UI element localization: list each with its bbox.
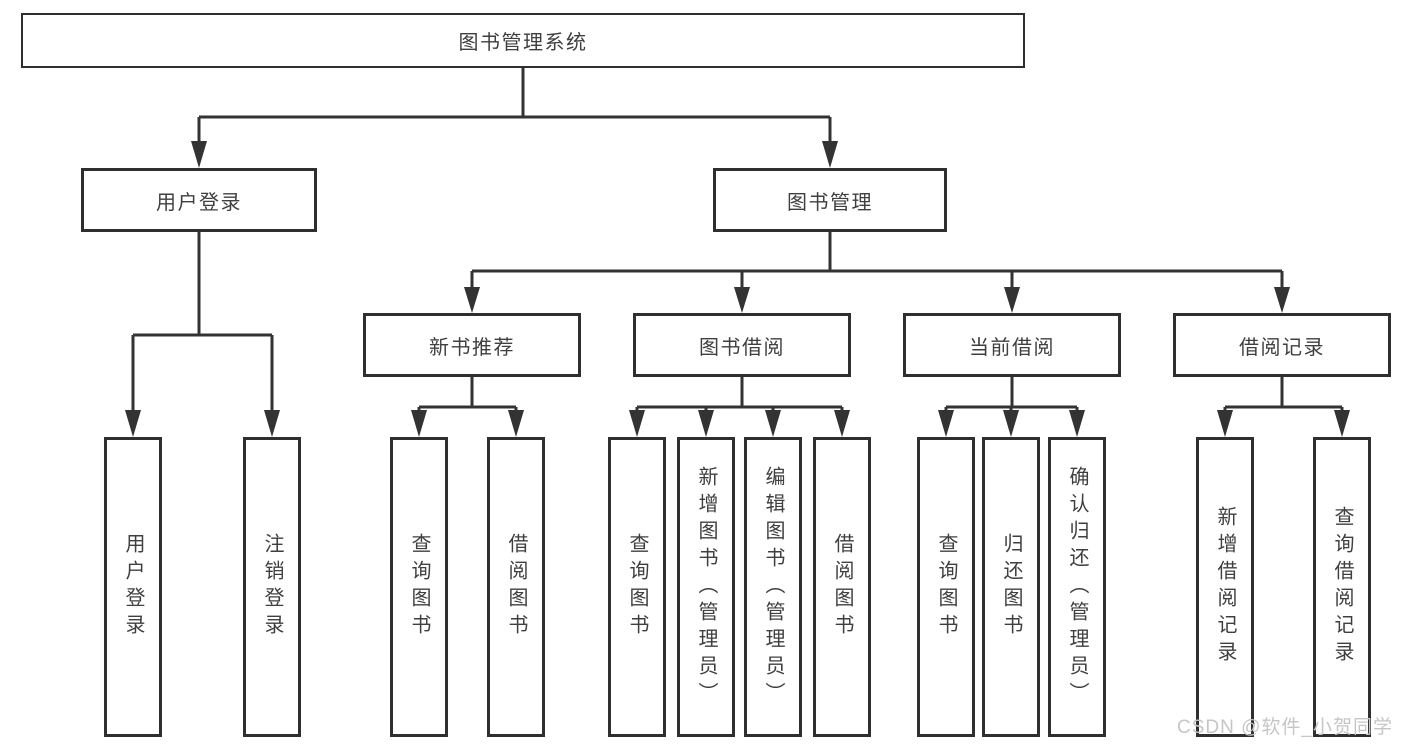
leaf-borrow-books-newbooks: 借阅图书: [487, 437, 545, 737]
leaf-user-login: 用户登录: [104, 437, 162, 737]
leaf-query-books-borrowing: 查询图书: [608, 437, 666, 737]
connector-root-to-level1: [191, 68, 838, 168]
leaf-borrow-books-borrowing: 借阅图书: [813, 437, 871, 737]
connector-current-borrow-to-leaves: [938, 377, 1085, 437]
leaf-add-borrow-record: 新增借阅记录: [1196, 437, 1254, 737]
watermark: CSDN @软件_小贺同学: [1177, 717, 1393, 738]
node-root-label: 图书管理系统: [458, 32, 588, 54]
node-book-borrowing: 图书借阅: [633, 313, 851, 377]
leaf-edit-books-admin: 编辑图书（管理员）: [744, 437, 802, 737]
leaf-query-books-current-label: 查询图书: [935, 533, 957, 641]
node-user-login: 用户登录: [81, 168, 317, 232]
node-borrowing-records-label: 借阅记录: [1239, 336, 1325, 359]
node-book-management-label: 图书管理: [787, 191, 873, 214]
leaf-return-books: 归还图书: [982, 437, 1040, 737]
leaf-query-books-newbooks: 查询图书: [390, 437, 448, 737]
node-root: 图书管理系统: [21, 13, 1025, 68]
leaf-user-login-label: 用户登录: [122, 533, 144, 641]
node-new-book-recommend-label: 新书推荐: [429, 336, 515, 359]
leaf-query-books-current: 查询图书: [917, 437, 975, 737]
connector-book-mgmt-to-level2: [464, 232, 1290, 313]
leaf-logout: 注销登录: [243, 437, 301, 737]
node-book-management: 图书管理: [713, 168, 947, 232]
node-user-login-label: 用户登录: [156, 191, 242, 214]
leaf-borrow-books-borrowing-label: 借阅图书: [831, 533, 853, 641]
leaf-confirm-return-admin-label: 确认归还（管理员）: [1066, 465, 1088, 709]
leaf-logout-label: 注销登录: [261, 533, 283, 641]
connector-new-books-to-leaves: [411, 377, 524, 437]
leaf-query-books-newbooks-label: 查询图书: [408, 533, 430, 641]
leaf-borrow-books-newbooks-label: 借阅图书: [505, 533, 527, 641]
leaf-query-borrow-record-label: 查询借阅记录: [1331, 506, 1353, 668]
leaf-add-books-admin-label: 新增图书（管理员）: [695, 465, 717, 709]
leaf-confirm-return-admin: 确认归还（管理员）: [1048, 437, 1106, 737]
leaf-query-borrow-record: 查询借阅记录: [1313, 437, 1371, 737]
leaf-edit-books-admin-label: 编辑图书（管理员）: [762, 465, 784, 709]
node-borrowing-records: 借阅记录: [1173, 313, 1391, 377]
leaf-query-books-borrowing-label: 查询图书: [626, 533, 648, 641]
node-current-borrowing: 当前借阅: [903, 313, 1121, 377]
node-new-book-recommend: 新书推荐: [363, 313, 581, 377]
connector-user-login-to-leaves: [125, 232, 280, 437]
node-book-borrowing-label: 图书借阅: [699, 336, 785, 359]
connector-borrow-records-to-leaves: [1217, 377, 1350, 437]
leaf-add-borrow-record-label: 新增借阅记录: [1214, 506, 1236, 668]
connector-book-borrow-to-leaves: [629, 377, 850, 437]
node-current-borrowing-label: 当前借阅: [969, 336, 1055, 359]
leaf-add-books-admin: 新增图书（管理员）: [677, 437, 735, 737]
leaf-return-books-label: 归还图书: [1000, 533, 1022, 641]
